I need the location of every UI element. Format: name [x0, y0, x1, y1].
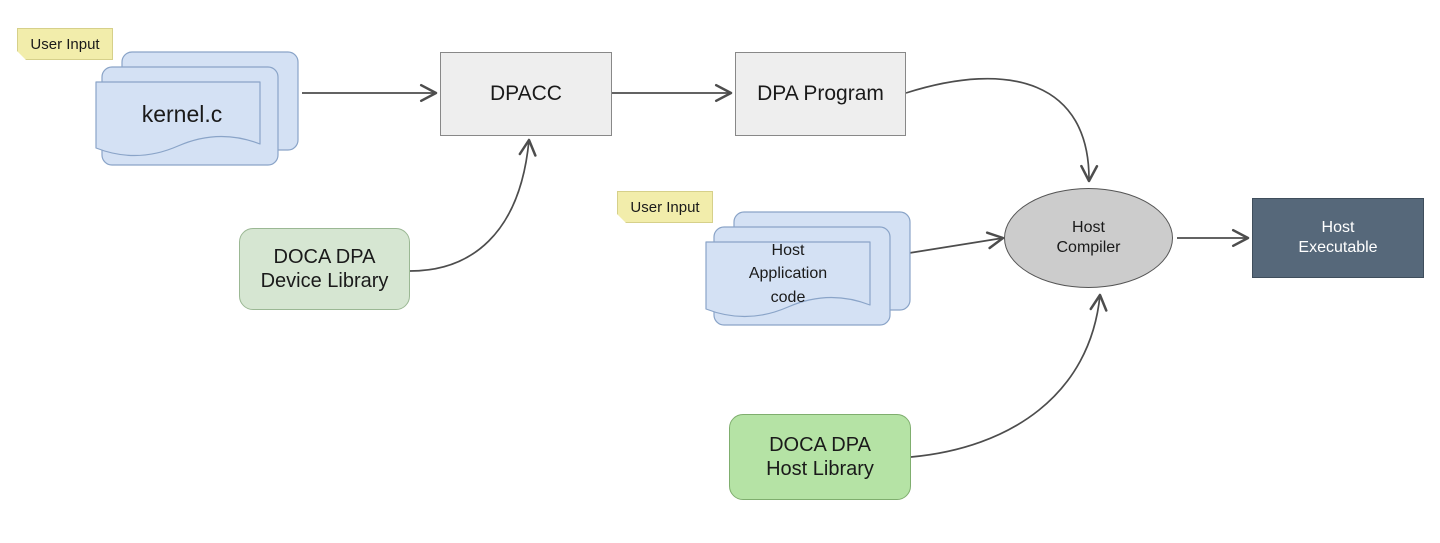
doca-dpa-host-library-label: DOCA DPA Host Library	[766, 433, 874, 480]
dpa-program-label: DPA Program	[757, 82, 884, 106]
edge-devicelib-to-dpacc	[409, 138, 537, 272]
node-host-executable[interactable]: Host Executable	[1252, 198, 1424, 278]
node-dpa-program[interactable]: DPA Program	[735, 52, 906, 136]
kernel-source-shape	[95, 51, 299, 166]
node-kernel-source[interactable]: kernel.c	[88, 44, 304, 166]
note-user-input-kernel-label: User Input	[30, 35, 100, 53]
node-dpacc[interactable]: DPACC	[440, 52, 612, 136]
node-doca-dpa-device-library[interactable]: DOCA DPA Device Library	[239, 228, 410, 310]
host-compiler-label: Host Compiler	[1056, 219, 1121, 256]
host-application-code-shape	[705, 211, 911, 326]
note-user-input-kernel: User Input	[17, 28, 113, 60]
node-doca-dpa-host-library[interactable]: DOCA DPA Host Library	[729, 414, 911, 500]
edge-hostlib-to-hostcompiler	[910, 293, 1108, 458]
host-executable-label: Host Executable	[1298, 219, 1378, 256]
note-user-input-hostapp: User Input	[617, 191, 713, 223]
doca-dpa-device-library-label: DOCA DPA Device Library	[260, 245, 389, 292]
node-host-application-code[interactable]: Host Application code	[700, 206, 918, 326]
kernel-source-label: kernel.c	[141, 101, 223, 128]
note-user-input-hostapp-label: User Input	[630, 198, 700, 216]
dpacc-label: DPACC	[490, 82, 562, 106]
host-application-code-label: Host Application code	[748, 242, 828, 306]
edge-dpaprogram-to-hostcompiler	[905, 77, 1099, 183]
edge-hostapp-to-hostcompiler	[902, 231, 1005, 255]
node-host-compiler[interactable]: Host Compiler	[1004, 188, 1173, 288]
